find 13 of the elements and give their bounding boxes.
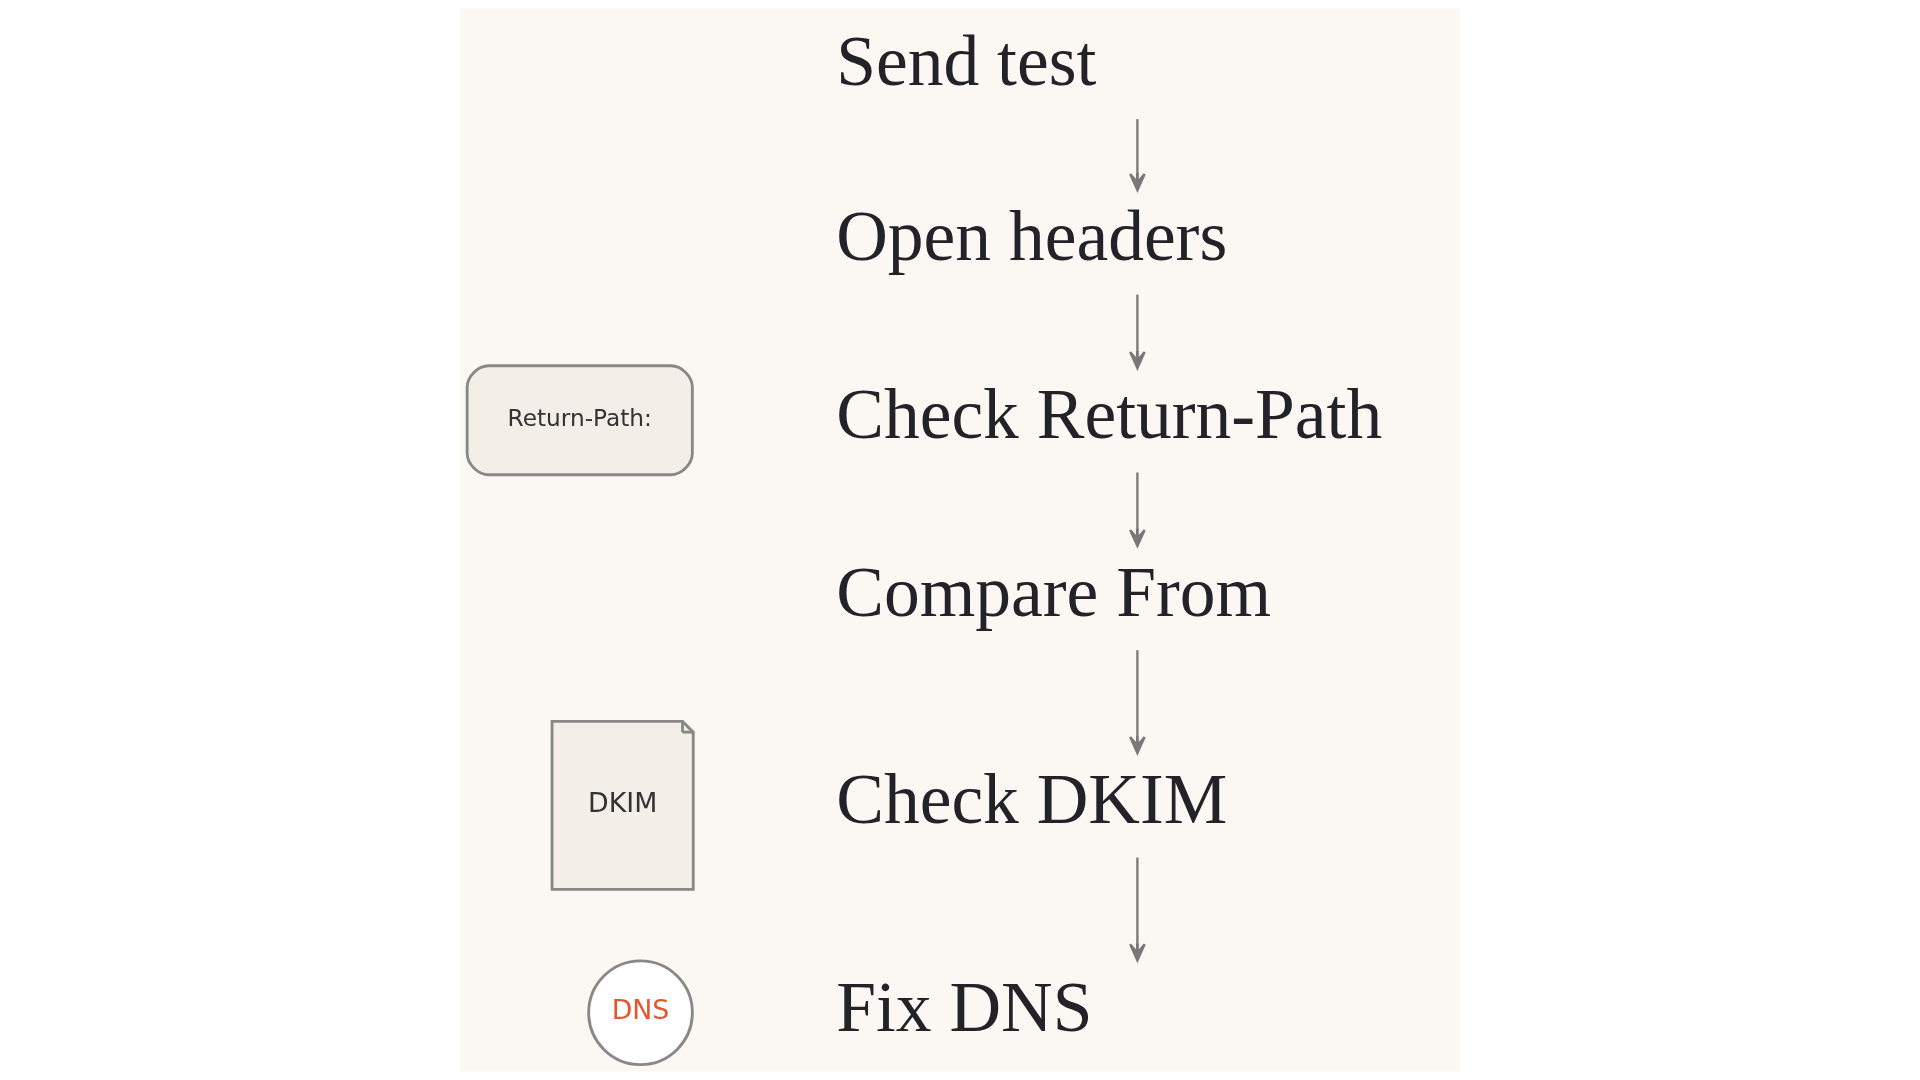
node-text: Compare From [836, 551, 1272, 631]
node-text: Open headers [836, 196, 1228, 276]
arrow [1129, 650, 1146, 755]
arrow [1129, 119, 1146, 192]
node-box: Return-Path: [465, 364, 694, 477]
arrow [1129, 857, 1146, 962]
node-text: Fix DNS [836, 966, 1093, 1046]
node-circle: DNS [587, 959, 694, 1066]
node-text: Check DKIM [836, 759, 1228, 839]
node-text: Send test [836, 21, 1097, 101]
arrow [1129, 294, 1146, 370]
arrow [1129, 472, 1146, 548]
node-text: Check Return-Path [836, 374, 1383, 454]
